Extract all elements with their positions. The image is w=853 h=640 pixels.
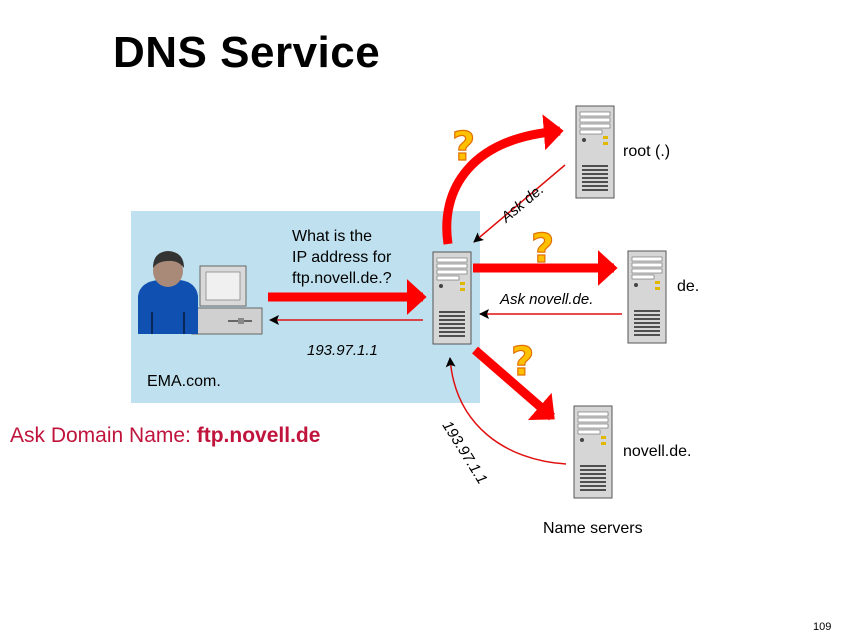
ask-domain-name: Ask Domain Name: ftp.novell.de	[10, 424, 320, 448]
local-dns-server-icon	[432, 251, 472, 345]
name-servers-caption: Name servers	[543, 520, 643, 537]
root-server-icon	[575, 105, 615, 199]
ask-domain-value: ftp.novell.de	[196, 424, 321, 447]
question-mark-icon: ?	[530, 225, 555, 272]
novell-reply-arrow	[445, 357, 567, 465]
workstation-icon	[191, 265, 263, 335]
client-answer: 193.97.1.1	[307, 342, 378, 359]
slide-title: DNS Service	[113, 28, 381, 77]
question-mark-icon: ?	[510, 338, 535, 385]
client-domain: EMA.com.	[147, 373, 221, 390]
page-number: 109	[813, 621, 832, 633]
novell-server-icon	[573, 405, 613, 499]
root-reply-arrow	[473, 164, 566, 243]
question-line: IP address for	[292, 249, 392, 266]
novell-server-label: novell.de.	[623, 443, 692, 460]
de-server-label: de.	[677, 278, 700, 295]
root-server-label: root (.)	[623, 143, 671, 160]
de-server-icon	[627, 250, 667, 344]
question-line: What is the	[292, 228, 373, 245]
ask-prefix: Ask Domain Name:	[10, 424, 197, 447]
question-mark-icon: ?	[451, 123, 476, 170]
user-icon	[138, 251, 198, 334]
novell-query-arrow	[472, 346, 555, 421]
de-reply-label: Ask novell.de.	[500, 291, 594, 308]
client-question: What is the IP address for ftp.novell.de…	[292, 226, 392, 289]
root-query-arrow	[442, 114, 564, 245]
question-line: ftp.novell.de.?	[292, 270, 392, 287]
